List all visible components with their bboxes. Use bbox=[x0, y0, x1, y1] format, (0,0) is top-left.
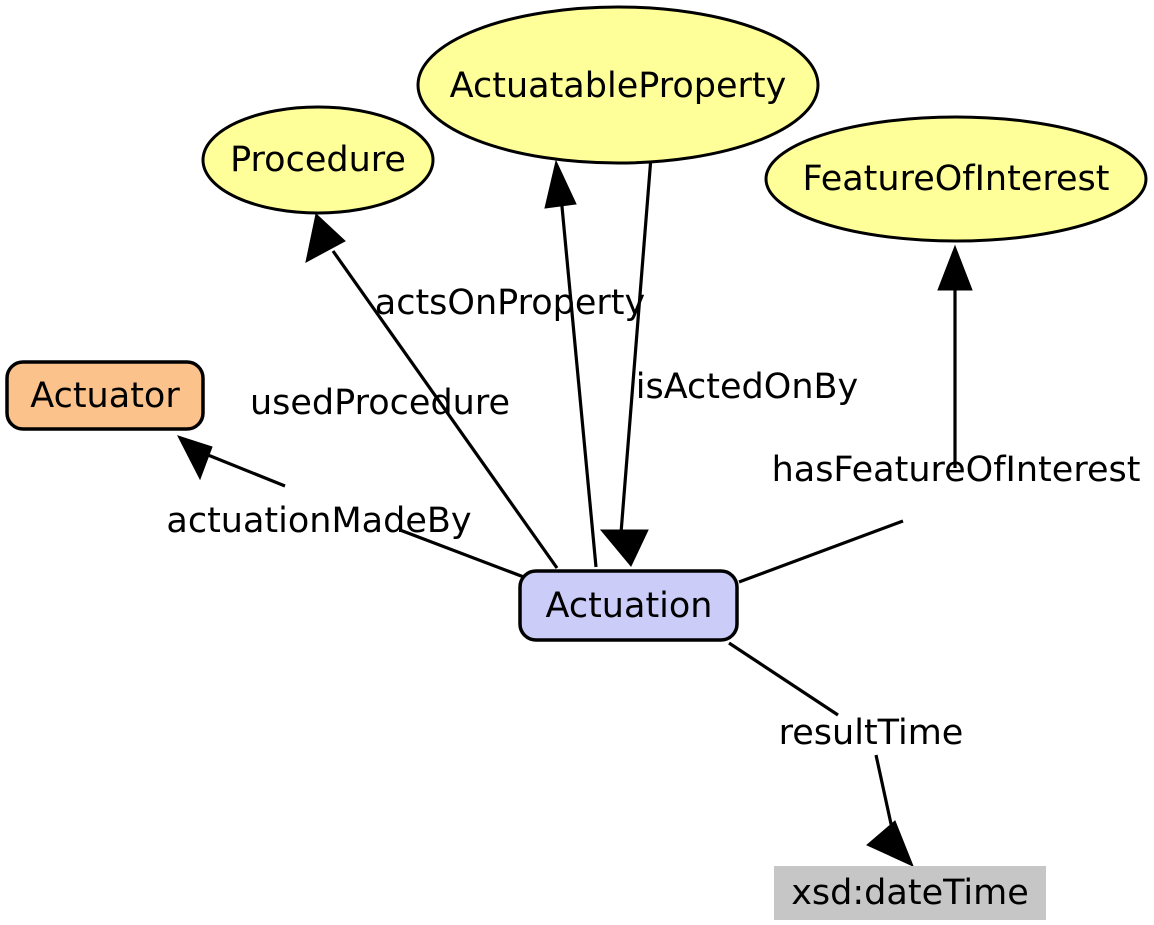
arrowhead-actuation-made-by bbox=[177, 435, 213, 481]
node-actuatable-property[interactable]: ActuatableProperty bbox=[416, 5, 820, 165]
edge-line-has-feature-of-interest-diagonal bbox=[738, 519, 904, 584]
edge-label-has-feature-of-interest: hasFeatureOfInterest bbox=[772, 450, 1141, 490]
edge-line-used-procedure bbox=[331, 250, 559, 569]
edge-line-actuation-made-by-right bbox=[399, 528, 530, 581]
edge-label-result-time: resultTime bbox=[779, 713, 964, 753]
edge-line-actuation-made-by-left bbox=[202, 451, 286, 488]
node-feature-of-interest[interactable]: FeatureOfInterest bbox=[764, 115, 1148, 243]
edge-line-acts-on-property bbox=[559, 195, 598, 568]
node-actuator-rect bbox=[5, 360, 205, 431]
edge-used-procedure[interactable] bbox=[305, 213, 559, 569]
node-xsd-datetime-rect bbox=[774, 866, 1046, 920]
edge-labels-layer: actsOnProperty isActedOnBy usedProcedure… bbox=[166, 283, 1140, 753]
node-procedure-ellipse bbox=[201, 105, 435, 215]
node-actuator[interactable]: Actuator bbox=[5, 360, 205, 431]
node-feature-of-interest-label: FeatureOfInterest bbox=[802, 159, 1109, 199]
node-actuation[interactable]: Actuation bbox=[518, 569, 739, 642]
node-procedure[interactable]: Procedure bbox=[201, 105, 435, 215]
edge-label-acts-on-property: actsOnProperty bbox=[375, 283, 645, 323]
edges-layer bbox=[177, 156, 973, 867]
node-actuation-rect bbox=[518, 569, 739, 642]
edge-result-time[interactable] bbox=[728, 641, 914, 867]
arrowhead-acts-on-property bbox=[544, 159, 577, 209]
arrowhead-result-time bbox=[866, 820, 914, 867]
arrowhead-has-feature-of-interest bbox=[937, 244, 973, 291]
edge-has-feature-of-interest[interactable] bbox=[738, 244, 973, 584]
edge-label-used-procedure: usedProcedure bbox=[250, 383, 510, 423]
node-xsd-datetime-label: xsd:dateTime bbox=[791, 873, 1029, 913]
node-actuator-label: Actuator bbox=[30, 376, 180, 416]
edge-actuation-made-by[interactable] bbox=[177, 435, 530, 581]
node-xsd-datetime[interactable]: xsd:dateTime bbox=[774, 866, 1046, 920]
arrowhead-used-procedure bbox=[305, 213, 346, 263]
edge-line-result-time-lower bbox=[874, 754, 895, 834]
node-procedure-label: Procedure bbox=[230, 140, 406, 180]
edge-label-actuation-made-by: actuationMadeBy bbox=[166, 501, 471, 541]
edge-acts-on-property[interactable] bbox=[544, 159, 598, 568]
node-feature-of-interest-ellipse bbox=[764, 115, 1148, 243]
edge-line-is-acted-on-by bbox=[619, 156, 653, 534]
nodes-layer: ActuatableProperty Procedure FeatureOfIn… bbox=[5, 5, 1148, 920]
node-actuatable-property-label: ActuatableProperty bbox=[450, 66, 787, 106]
node-actuatable-property-ellipse bbox=[416, 5, 820, 165]
edge-is-acted-on-by[interactable] bbox=[599, 156, 653, 567]
arrowhead-is-acted-on-by bbox=[599, 529, 649, 567]
edge-label-is-acted-on-by: isActedOnBy bbox=[636, 367, 858, 407]
node-actuation-label: Actuation bbox=[546, 586, 713, 626]
edge-line-result-time-upper bbox=[728, 641, 839, 717]
